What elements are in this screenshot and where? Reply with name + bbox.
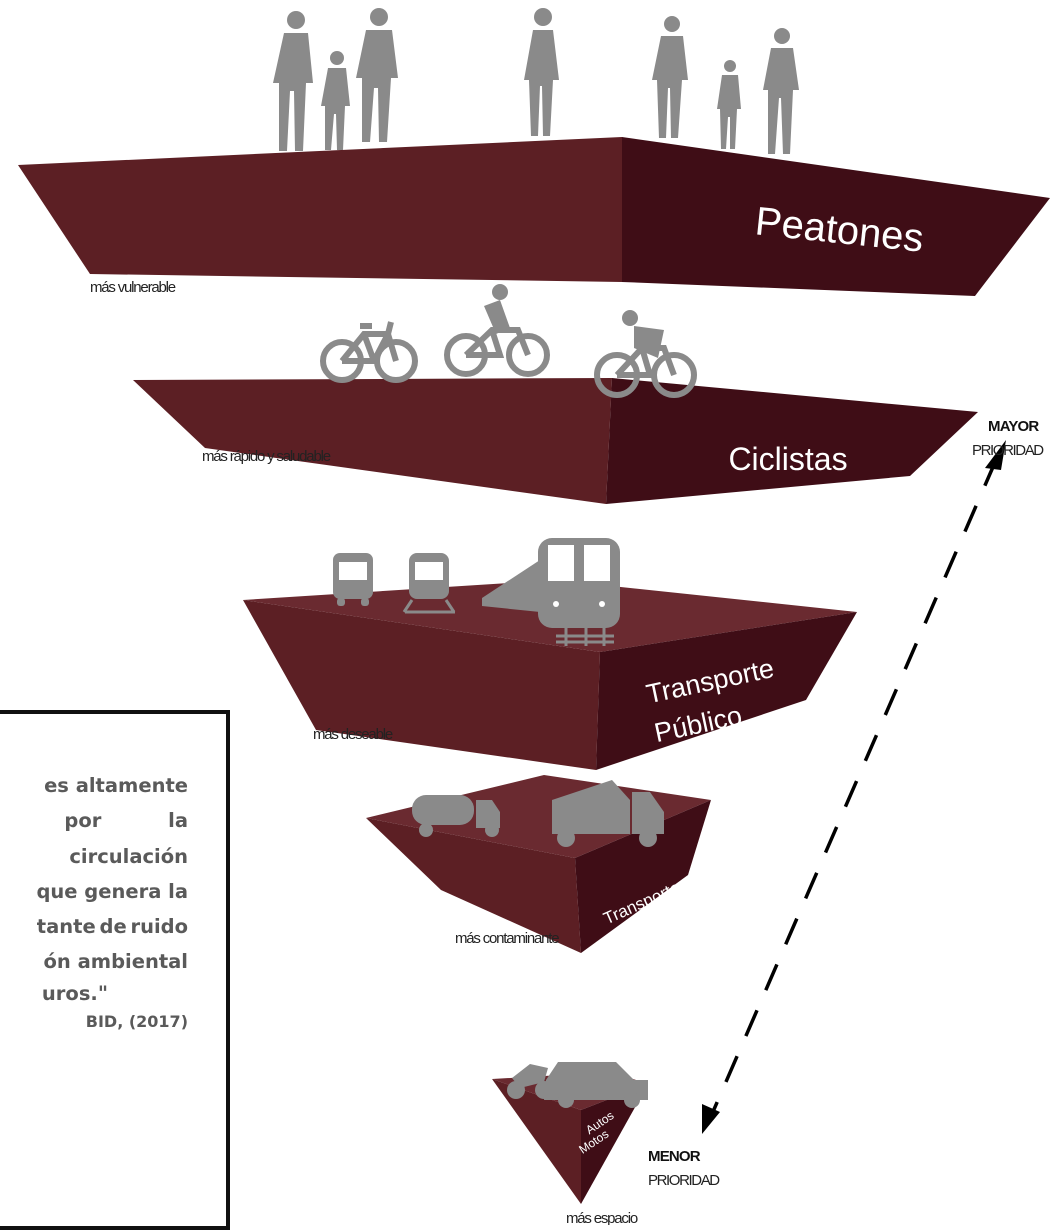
priority-bottom-sub: PRIORIDAD <box>648 1172 720 1189</box>
priority-top-strong: MAYOR <box>988 418 1039 435</box>
arrowhead-down-icon <box>702 1104 720 1134</box>
car-motorcycle-icons <box>507 1062 648 1108</box>
tanker-mixer-truck-icons <box>412 780 664 847</box>
arrowhead-up-icon <box>985 440 1006 470</box>
pedestrian-silhouettes-icon <box>273 8 799 154</box>
bus-icon <box>333 553 373 606</box>
publico-side-face <box>596 612 857 770</box>
pedestrian-icon <box>652 16 688 138</box>
quote-source: BID, (2017) <box>85 1012 188 1031</box>
quote-line: ón ambiental <box>43 950 188 973</box>
bus-tram-train-icons <box>333 538 620 646</box>
carga-side-face <box>575 800 711 953</box>
peatones-front-face <box>18 137 622 282</box>
peatones-caption: más vulnerable <box>90 279 176 296</box>
cyclist-icon <box>444 284 550 377</box>
level-ciclistas: Ciclistas <box>133 378 978 504</box>
quote-line: es altamente <box>44 774 188 797</box>
ciclistas-label: Ciclistas <box>728 441 847 477</box>
priority-top-sub: PRIORIDAD <box>972 442 1044 459</box>
quote-line: circulación <box>69 845 188 868</box>
publico-front-face <box>243 600 600 770</box>
tanker-truck-icon <box>412 795 500 837</box>
car-icon <box>544 1062 648 1108</box>
pedestrian-icon <box>717 60 741 149</box>
quote-line: por la <box>64 809 188 832</box>
autos-front-face <box>492 1079 581 1204</box>
carga-caption: más contaminante <box>455 930 559 947</box>
level-transporte-publico: Transporte Público <box>243 580 857 770</box>
autos-caption: más espacio <box>566 1210 638 1225</box>
mixer-truck-icon <box>552 780 664 847</box>
quote-box: es altamente por la circulación que gene… <box>0 710 230 1230</box>
ciclistas-caption: más rápido y saludable <box>202 448 331 465</box>
priority-dashed-line <box>710 459 998 1115</box>
level-peatones: Peatones <box>18 137 1050 296</box>
quote-line: tante de ruido <box>36 915 188 938</box>
bicycle-icon <box>320 321 418 383</box>
train-icon <box>482 538 620 646</box>
level-transporte-carga: Transporte de carga <box>366 775 711 953</box>
bicycle-silhouettes-icon <box>320 284 697 398</box>
priority-arrow <box>702 440 1006 1134</box>
pedestrian-icon <box>273 11 313 151</box>
pedestrian-icon <box>321 51 350 150</box>
publico-caption: más deseable <box>313 726 393 743</box>
tram-icon <box>402 553 456 614</box>
cyclist-icon <box>594 310 697 398</box>
carga-front-face <box>366 818 581 953</box>
pedestrian-icon <box>524 8 559 136</box>
priority-bottom-strong: MENOR <box>648 1148 701 1165</box>
autos-side-face <box>581 1084 648 1204</box>
ciclistas-side-face <box>606 378 978 504</box>
pedestrian-icon <box>356 8 398 142</box>
ciclistas-front-face <box>133 378 612 504</box>
peatones-side-face <box>622 137 1050 296</box>
quote-line: que genera la <box>36 880 188 903</box>
pedestrian-icon <box>763 28 799 154</box>
quote-line: uros." <box>41 982 108 1005</box>
